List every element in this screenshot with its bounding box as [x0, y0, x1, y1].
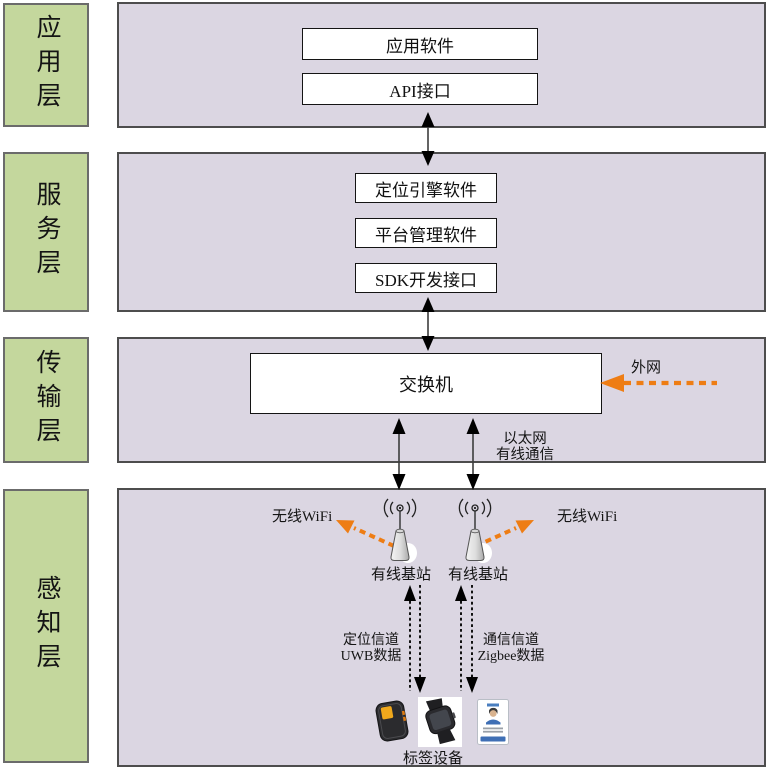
- base-station-antenna-right-icon: [458, 498, 492, 563]
- arrow-app-to-service-icon: [421, 112, 435, 166]
- uwb-downlink-arrow-icon: [414, 585, 426, 693]
- box-location-engine-label: 定位引擎软件: [375, 180, 477, 200]
- base-station-antenna-left-icon: [383, 498, 417, 563]
- watch-device-icon: [425, 698, 456, 745]
- watch-device-plate: [418, 697, 462, 747]
- tag-devices-label: 标签设备: [403, 751, 464, 767]
- wifi-arrow-right-icon: [475, 520, 534, 548]
- zigbee-channel-label: 通信信道 Zigbee数据: [476, 633, 546, 665]
- uwb-uplink-arrow-icon: [404, 585, 416, 691]
- uwb-channel-label: 定位信道 UWB数据: [340, 633, 402, 665]
- box-application-software-label: 应用软件: [386, 36, 454, 56]
- arrow-ethernet-right-icon: [466, 418, 480, 490]
- application-layer-container: [117, 2, 766, 128]
- uwb-channel-label-line2: UWB数据: [340, 649, 402, 664]
- layer-label-application: 应用层: [33, 14, 60, 116]
- wifi-label-right: 无线WiFi: [557, 509, 618, 525]
- box-sdk-interface: SDK开发接口: [355, 263, 497, 293]
- layer-label-perception: 感知层: [33, 575, 60, 677]
- zigbee-uplink-arrow-icon: [455, 585, 467, 691]
- box-api-interface: API接口: [302, 73, 538, 105]
- box-platform-management-label: 平台管理软件: [375, 225, 477, 245]
- box-switch-label: 交换机: [399, 374, 453, 395]
- external-network-label: 外网: [631, 360, 662, 376]
- ethernet-label-line2: 有线通信: [496, 447, 554, 463]
- arrow-service-to-transport-icon: [421, 297, 435, 351]
- box-api-interface-label: API接口: [389, 81, 451, 101]
- ethernet-label: 以太网 有线通信: [488, 431, 562, 463]
- base-station-label-left: 有线基站: [371, 567, 432, 583]
- layer-label-transport: 传输层: [33, 349, 60, 451]
- box-location-engine-software: 定位引擎软件: [355, 173, 497, 203]
- perception-layer-container: [117, 488, 766, 767]
- base-station-label-right: 有线基站: [448, 567, 509, 583]
- extranet-arrow-icon: [600, 374, 717, 392]
- wifi-arrow-left-icon: [336, 520, 395, 548]
- layer-label-service: 服务层: [33, 181, 60, 283]
- uwb-tag-device-icon: [375, 700, 409, 742]
- id-badge-device-icon: [477, 699, 509, 745]
- zigbee-channel-label-line1: 通信信道: [483, 633, 539, 648]
- box-application-software: 应用软件: [302, 28, 538, 60]
- layer-band-service: 服务层: [3, 152, 89, 312]
- zigbee-channel-label-line2: Zigbee数据: [477, 649, 545, 664]
- layer-band-transport: 传输层: [3, 337, 89, 463]
- box-platform-management-software: 平台管理软件: [355, 218, 497, 248]
- wifi-label-left: 无线WiFi: [272, 509, 333, 525]
- layer-band-application: 应用层: [3, 3, 89, 127]
- arrow-ethernet-left-icon: [392, 418, 406, 490]
- ethernet-label-line1: 以太网: [503, 431, 547, 447]
- zigbee-downlink-arrow-icon: [466, 585, 478, 693]
- box-sdk-interface-label: SDK开发接口: [374, 270, 477, 290]
- box-switch: 交换机: [250, 353, 602, 414]
- layer-band-perception: 感知层: [3, 489, 89, 763]
- uwb-channel-label-line1: 定位信道: [343, 633, 399, 648]
